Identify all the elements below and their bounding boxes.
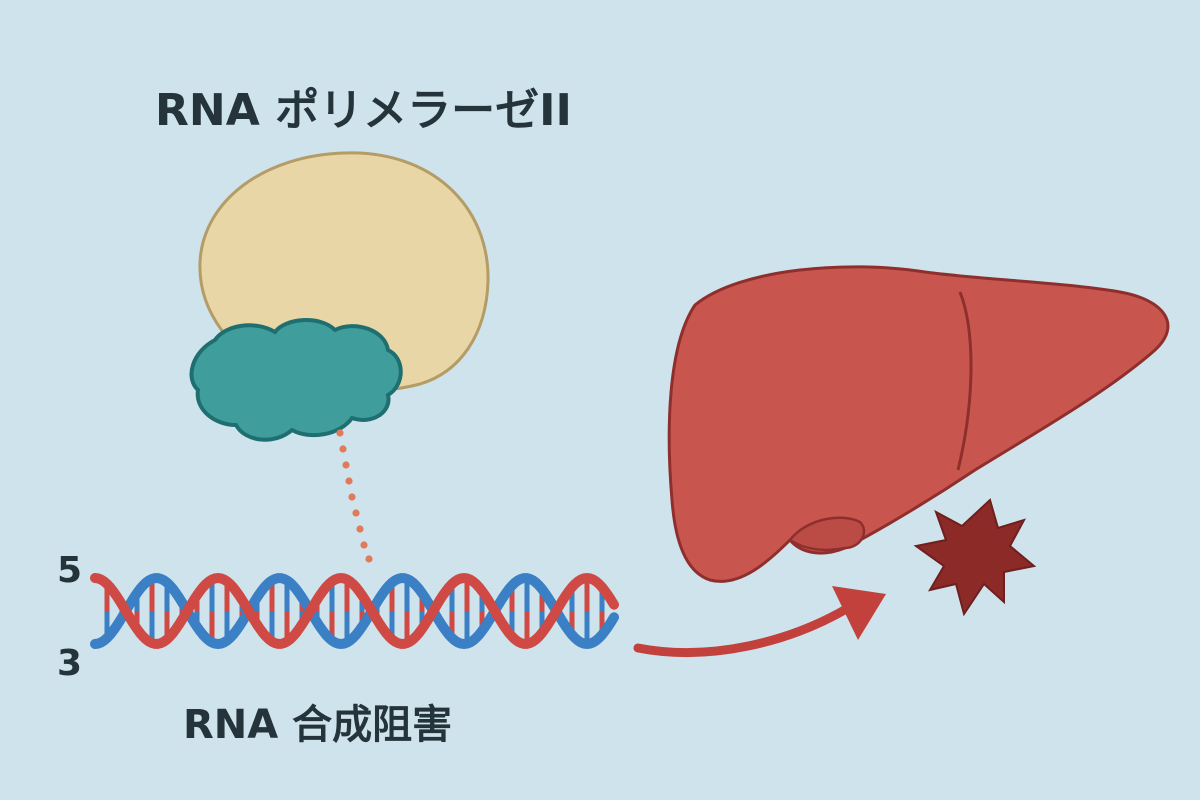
strand-3-label: 3 (57, 643, 82, 684)
effect-arrow-icon (633, 586, 886, 657)
damage-star-icon (913, 498, 1037, 617)
dna-helix (90, 572, 619, 650)
dotted-link (336, 429, 373, 563)
process-caption: RNA 合成阻害 (183, 702, 452, 748)
dna-strand-red (90, 572, 619, 649)
enzyme-title: RNA ポリメラーゼII (155, 85, 572, 136)
strand-5-label: 5 (57, 550, 82, 591)
toxin-cloud-icon (189, 318, 403, 442)
dna-strand-blue (90, 573, 619, 650)
liver-icon (667, 265, 1170, 583)
